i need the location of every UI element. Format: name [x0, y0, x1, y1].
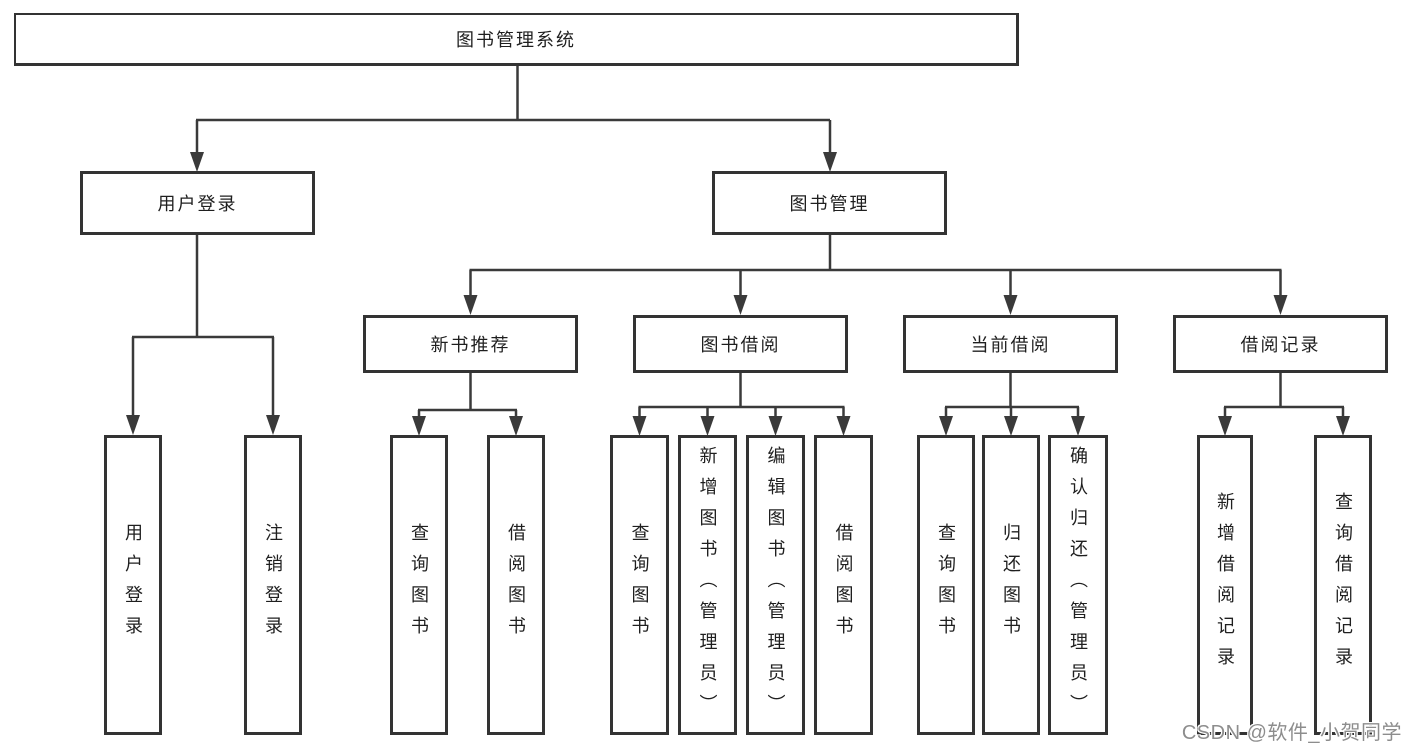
leaf-borrow-books-rec: 借阅图书	[487, 435, 545, 735]
leaf-user-login: 用户登录	[104, 435, 162, 735]
leaf-query-books-rec: 查询图书	[390, 435, 448, 735]
leaf-query-books-borrow: 查询图书	[610, 435, 669, 735]
leaf-borrow-books: 借阅图书	[814, 435, 873, 735]
leaf-edit-book-admin: 编辑图书（管理员）	[746, 435, 805, 735]
node-root: 图书管理系统	[14, 13, 1019, 66]
node-user-login: 用户登录	[80, 171, 315, 235]
leaf-query-borrow-record: 查询借阅记录	[1314, 435, 1372, 735]
node-current-borrow: 当前借阅	[903, 315, 1118, 373]
leaf-logout: 注销登录	[244, 435, 302, 735]
node-new-book-rec: 新书推荐	[363, 315, 578, 373]
node-borrow-records: 借阅记录	[1173, 315, 1388, 373]
leaf-confirm-return-admin: 确认归还（管理员）	[1048, 435, 1108, 735]
watermark: CSDN @软件_小贺同学	[1181, 722, 1402, 744]
leaf-add-borrow-record: 新增借阅记录	[1197, 435, 1253, 735]
leaf-return-book: 归还图书	[982, 435, 1040, 735]
node-book-mgmt: 图书管理	[712, 171, 947, 235]
leaf-query-books-current: 查询图书	[917, 435, 975, 735]
node-book-borrow: 图书借阅	[633, 315, 848, 373]
leaf-add-book-admin: 新增图书（管理员）	[678, 435, 737, 735]
